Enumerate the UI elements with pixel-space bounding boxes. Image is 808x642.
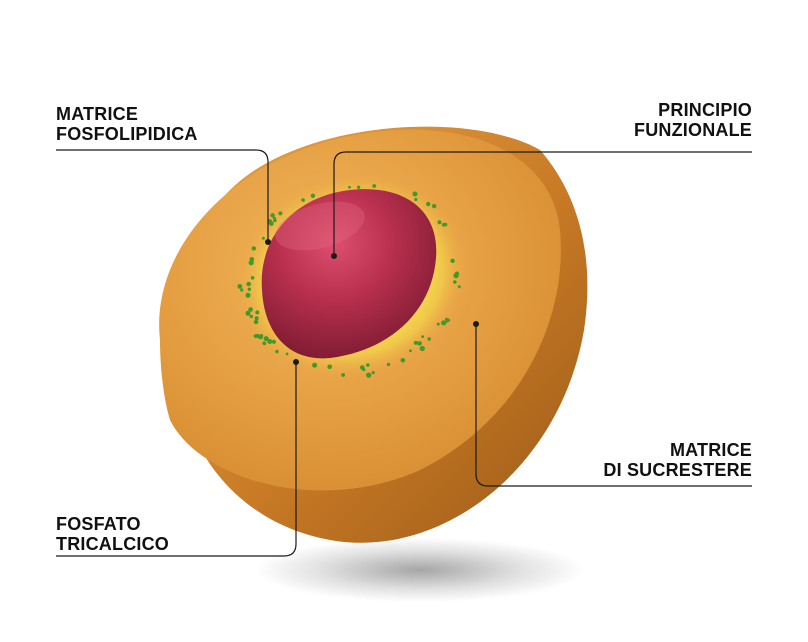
phosphate-particle xyxy=(271,339,276,344)
phosphate-particle xyxy=(247,287,251,291)
phosphate-particle xyxy=(267,339,273,344)
phosphate-particle xyxy=(450,258,455,263)
phosphate-particle xyxy=(240,288,244,292)
phosphate-particle xyxy=(250,276,255,280)
phosphate-particle xyxy=(249,314,253,319)
phosphate-particle xyxy=(421,335,425,338)
phosphate-particle xyxy=(437,220,442,225)
phosphate-particle xyxy=(419,345,425,352)
leader-line-fosfato-tricalcico xyxy=(56,362,297,557)
phosphate-particle xyxy=(248,307,253,312)
phosphate-particle xyxy=(260,334,264,338)
phosphate-particle xyxy=(457,285,461,289)
phosphate-particle xyxy=(414,197,418,202)
label-line: MATRICE xyxy=(56,104,139,124)
phosphate-particle xyxy=(371,371,375,375)
label-line: MATRICE xyxy=(669,440,752,460)
label-line: TRICALCICO xyxy=(56,534,169,554)
phosphate-particle xyxy=(248,260,254,266)
leader-dot-fosfato-tricalcico xyxy=(293,359,299,365)
active-core xyxy=(261,189,437,359)
tricalcium-phosphate-particles xyxy=(237,184,461,378)
phosphate-particle xyxy=(272,216,276,220)
phosphate-particle xyxy=(417,341,422,346)
phosphate-particle xyxy=(261,236,265,240)
phosphate-particle xyxy=(245,310,251,316)
phosphate-particle xyxy=(453,280,457,284)
phosphate-particle xyxy=(255,310,260,315)
phosphate-particle xyxy=(341,373,345,377)
phosphate-particle xyxy=(275,349,279,354)
ground-shadow xyxy=(255,538,585,602)
phosphate-particle xyxy=(453,273,459,279)
phosphate-particle xyxy=(443,222,448,227)
phosphate-particle xyxy=(436,322,440,326)
phosphate-particle xyxy=(263,336,269,342)
label-matrice-fosfolipidica: MATRICE FOSFOLIPIDICA xyxy=(56,104,198,144)
phosphate-particle xyxy=(366,363,370,367)
phosphate-particle xyxy=(310,193,316,198)
phosphate-particle xyxy=(386,362,391,367)
phosphate-particle xyxy=(432,203,437,209)
leader-line-matrice-fosfolipidica xyxy=(56,149,269,240)
label-principio-funzionale: PRINCIPIO FUNZIONALE xyxy=(634,100,752,140)
phosphate-particle xyxy=(285,352,289,356)
core-highlight xyxy=(275,201,365,251)
leader-dot-matrice-sucrestere xyxy=(473,321,479,327)
phosphate-particle xyxy=(253,319,259,325)
phosphate-particle xyxy=(412,191,418,197)
phosphate-particle xyxy=(301,198,305,202)
phosphate-particle xyxy=(262,341,267,346)
leader-dot-principio-funzionale xyxy=(331,253,337,259)
label-line: DI SUCRESTERE xyxy=(603,460,752,480)
phosphate-particle xyxy=(254,316,259,321)
phosphate-particle xyxy=(441,320,447,326)
phosphate-particle xyxy=(237,284,243,289)
phosphate-particle xyxy=(360,365,365,370)
phosphate-particle xyxy=(270,213,275,218)
phosphate-particle xyxy=(327,364,333,370)
phosphate-particle xyxy=(356,185,361,189)
phosphate-particle xyxy=(348,185,351,189)
phosphate-particle xyxy=(400,358,406,363)
leader-line-principio-funzionale xyxy=(333,151,752,254)
phosphate-particle xyxy=(366,372,372,378)
label-line: FOSFATO xyxy=(56,514,141,534)
phosphate-particle xyxy=(251,246,256,251)
phosphate-particle xyxy=(427,337,431,341)
phosphate-particle xyxy=(426,201,431,207)
label-line: FOSFOLIPIDICA xyxy=(56,124,198,144)
phosphate-particle xyxy=(246,281,251,287)
leader-dot-matrice-fosfolipidica xyxy=(265,239,271,245)
leader-line-matrice-sucrestere xyxy=(475,326,752,487)
label-fosfato-tricalcico: FOSFATO TRICALCICO xyxy=(56,514,169,554)
phosphate-particle xyxy=(312,362,318,368)
label-line: PRINCIPIO xyxy=(658,100,752,120)
phosphate-particle xyxy=(245,292,251,298)
phosphate-particle xyxy=(413,340,418,345)
phosphate-particle xyxy=(278,211,283,216)
phosphate-particle xyxy=(253,334,258,338)
label-line: FUNZIONALE xyxy=(634,120,752,140)
label-matrice-sucrestere: MATRICE DI SUCRESTERE xyxy=(603,440,752,480)
phosphate-particle xyxy=(372,184,377,188)
phosphate-particle xyxy=(409,349,412,353)
